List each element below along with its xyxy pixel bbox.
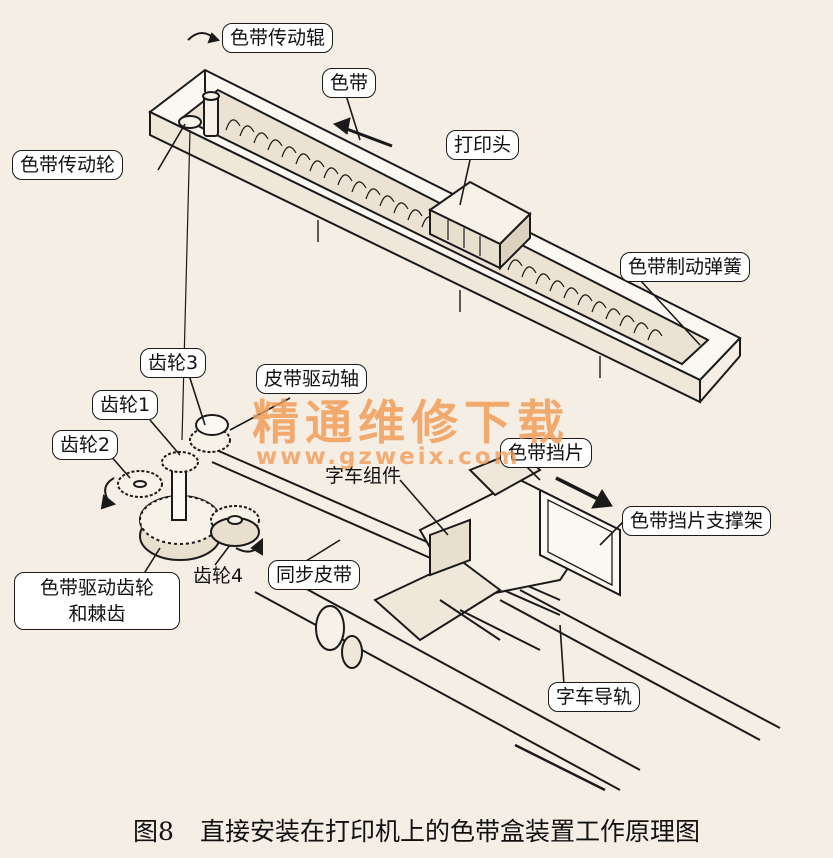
callout-gear-4: 齿轮4 <box>193 565 244 587</box>
callout-belt-drive-shaft: 皮带驱动轴 <box>256 364 368 394</box>
callout-ribbon: 色带 <box>322 68 377 98</box>
callout-ribbon-shield-bracket: 色带挡片支撑架 <box>622 506 772 536</box>
callout-ribbon-drive-wheel: 色带传动轮 <box>12 150 124 180</box>
callout-carriage-rail: 字车导轨 <box>548 682 641 712</box>
drive-roller <box>178 32 220 137</box>
callout-print-head: 打印头 <box>446 130 520 160</box>
callout-gear-1: 齿轮1 <box>92 390 159 420</box>
figure-caption: 图8 直接安装在打印机上的色带盒装置工作原理图 <box>0 812 833 848</box>
callout-gear-2: 齿轮2 <box>52 430 119 460</box>
callout-gear-3: 齿轮3 <box>140 348 207 378</box>
watermark-text: 精通维修下载 <box>252 396 570 451</box>
callout-ribbon-drive-roller: 色带传动辊 <box>222 23 334 53</box>
ribbon-direction-arrow <box>332 117 393 148</box>
carriage-mechanism <box>181 129 781 792</box>
print-head <box>428 180 532 271</box>
callout-ribbon-drive-gear-line2: 和棘齿 <box>68 603 126 625</box>
shield-direction-arrow <box>555 476 613 509</box>
callout-ribbon-brake-spring: 色带制动弹簧 <box>620 252 751 282</box>
callout-carriage-assembly: 字车组件 <box>325 465 402 487</box>
watermark-url: www.gzweix.com <box>256 444 521 470</box>
figure-number: 图8 <box>133 817 174 846</box>
gear-train <box>100 414 263 561</box>
leader-lines <box>109 91 701 701</box>
figure-title: 直接安装在打印机上的色带盒装置工作原理图 <box>199 817 700 846</box>
callout-timing-belt: 同步皮带 <box>268 560 361 590</box>
callout-ribbon-shield: 色带挡片 <box>500 438 593 468</box>
callout-ribbon-drive-gear: 色带驱动齿轮 和棘齿 <box>14 572 180 630</box>
ribbon-pleats <box>225 119 663 341</box>
callout-ribbon-drive-gear-line1: 色带驱动齿轮 <box>39 577 154 599</box>
